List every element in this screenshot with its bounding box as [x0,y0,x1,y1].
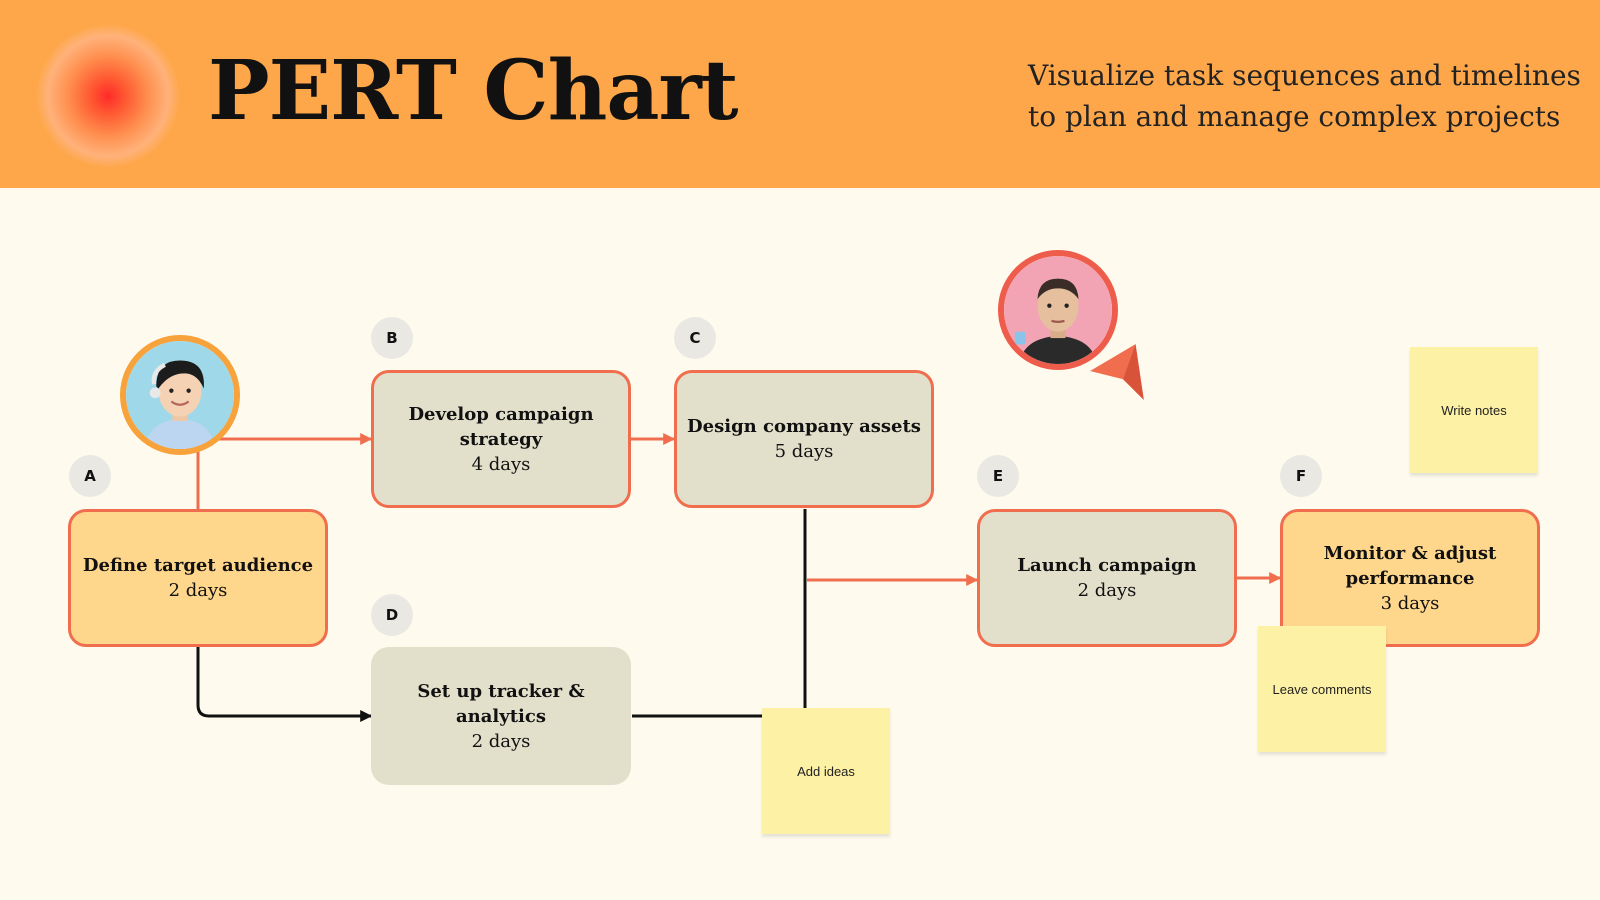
task-f[interactable]: Monitor & adjust performance 3 days [1280,509,1540,647]
task-f-name: Monitor & adjust performance [1323,542,1497,589]
user-avatar-icon[interactable] [998,250,1118,370]
avatar-1-portrait [126,341,234,449]
task-c-duration: 5 days [774,441,834,462]
task-a-name: Define target audience [82,555,314,576]
task-a-duration: 2 days [168,580,228,601]
task-d-badge: D [371,594,413,636]
subtitle-line-2: to plan and manage complex projects [1028,100,1561,133]
task-b-badge: B [371,317,413,359]
task-a-badge: A [69,455,111,497]
task-e[interactable]: Launch campaign 2 days [977,509,1237,647]
avatar-2-portrait [1004,256,1112,364]
task-f-duration: 3 days [1380,592,1440,614]
sticky-write-notes[interactable]: Write notes [1410,347,1538,473]
task-b-name: Develop campaign strategy [408,403,594,450]
page-subtitle: Visualize task sequences and timelines t… [1028,55,1588,137]
gradient-orb-icon [37,25,179,167]
task-c-badge: C [674,317,716,359]
task-c-name: Design company assets [687,416,921,437]
task-f-badge: F [1280,455,1322,497]
task-c[interactable]: Design company assets 5 days [674,370,934,508]
task-d[interactable]: Set up tracker & analytics 2 days [371,647,631,785]
collaborator-cursor-icon [1090,344,1144,400]
task-e-badge: E [977,455,1019,497]
connector-a-b [196,433,373,509]
sticky-add-ideas[interactable]: Add ideas [762,708,890,834]
task-d-name: Set up tracker & analytics [417,680,585,727]
task-b-duration: 4 days [471,453,531,475]
user-avatar-icon[interactable] [120,335,240,455]
task-a[interactable]: Define target audience 2 days [68,509,328,647]
header-banner: PERT Chart Visualize task sequences and … [0,0,1600,188]
task-b[interactable]: Develop campaign strategy 4 days [371,370,631,508]
sticky-leave-comments[interactable]: Leave comments [1258,626,1386,752]
task-d-duration: 2 days [471,730,531,752]
task-e-duration: 2 days [1077,580,1137,601]
page-title: PERT Chart [208,43,739,139]
task-e-name: Launch campaign [1017,555,1197,576]
subtitle-line-1: Visualize task sequences and timelines [1028,59,1581,92]
connector-a-d [196,647,373,722]
